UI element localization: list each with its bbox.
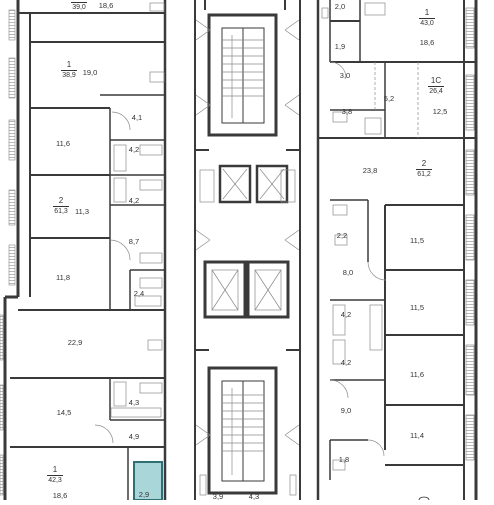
label-divider (419, 18, 435, 19)
apartment-number: 1 (65, 0, 93, 1)
room-area: 23,8 (362, 166, 378, 175)
room-area: 4,3 (248, 492, 260, 501)
apartment-number: 1 (66, 60, 72, 69)
room-area: 3,9 (212, 492, 224, 501)
label-divider (428, 86, 444, 87)
apartment-number: 1 (424, 8, 430, 17)
apartment-total-area: 26,4 (429, 88, 443, 95)
apartment-number: 2 (421, 159, 427, 168)
label-divider (71, 2, 87, 3)
label-divider (53, 206, 69, 207)
room-area: 11,6 (55, 139, 71, 148)
room-area: 2,0 (334, 2, 346, 11)
room-area: 4,2 (128, 196, 140, 205)
apartment-number: 2 (58, 196, 64, 205)
room-area: 18,6 (52, 491, 68, 500)
room-area: 5,2 (383, 94, 395, 103)
left-fixtures (94, 2, 165, 444)
label-divider (416, 169, 432, 170)
room-area: 1,9 (334, 42, 346, 51)
apartment-total-area: 39,0 (72, 4, 86, 11)
room-area: 19,0 (82, 68, 98, 77)
room-area: 2,2 (336, 231, 348, 240)
label-divider (47, 475, 63, 476)
room-area: 1,8 (338, 455, 350, 464)
room-area: 14,5 (56, 408, 72, 417)
room-area: 4,1 (131, 113, 143, 122)
right-wing (316, 0, 478, 500)
room-area: 2,4 (133, 289, 145, 298)
apartment-label: 1 38,9 (55, 61, 83, 80)
room-area: 12,5 (432, 107, 448, 116)
apartment-label: 1 43,0 (413, 9, 441, 28)
central-core (194, 0, 301, 500)
room-area: 8,0 (342, 268, 354, 277)
room-area: 18,6 (98, 1, 114, 10)
room-area: 8,7 (128, 237, 140, 246)
room-area: 4,2 (128, 145, 140, 154)
left-wing (0, 0, 167, 500)
room-area: 4,2 (340, 310, 352, 319)
apartment-total-area: 42,3 (48, 477, 62, 484)
room-area: 11,8 (55, 273, 71, 282)
apartment-label: 1 39,0 (65, 0, 93, 12)
room-area: 11,5 (409, 236, 425, 245)
room-area: 3,8 (341, 107, 353, 116)
room-area: 11,5 (409, 303, 425, 312)
room-area: 4,9 (128, 432, 140, 441)
room-area: 4,2 (340, 358, 352, 367)
apartment-label: 2 61,3 (47, 197, 75, 216)
room-area: 11,4 (409, 431, 425, 440)
apartment-label: 1С 26,4 (422, 77, 450, 96)
room-area: 22,9 (67, 338, 83, 347)
room-area: 2,9 (138, 490, 150, 499)
apartment-total-area: 38,9 (62, 72, 76, 79)
apartment-total-area: 61,2 (417, 171, 431, 178)
core-details (195, 19, 300, 496)
right-fixtures (321, 2, 475, 471)
apartment-number: 1 (52, 465, 58, 474)
room-area: 3,0 (339, 71, 351, 80)
room-area: 18,6 (419, 38, 435, 47)
label-divider (61, 70, 77, 71)
room-area: 4,3 (128, 398, 140, 407)
room-area: 11,6 (409, 370, 425, 379)
apartment-number: 1С (430, 76, 442, 85)
apartment-label: 2 61,2 (410, 160, 438, 179)
apartment-total-area: 43,0 (420, 20, 434, 27)
room-area: 9,0 (340, 406, 352, 415)
apartment-total-area: 61,3 (54, 208, 68, 215)
apartment-label: 1 42,3 (41, 466, 69, 485)
room-area: 11,3 (74, 207, 90, 216)
